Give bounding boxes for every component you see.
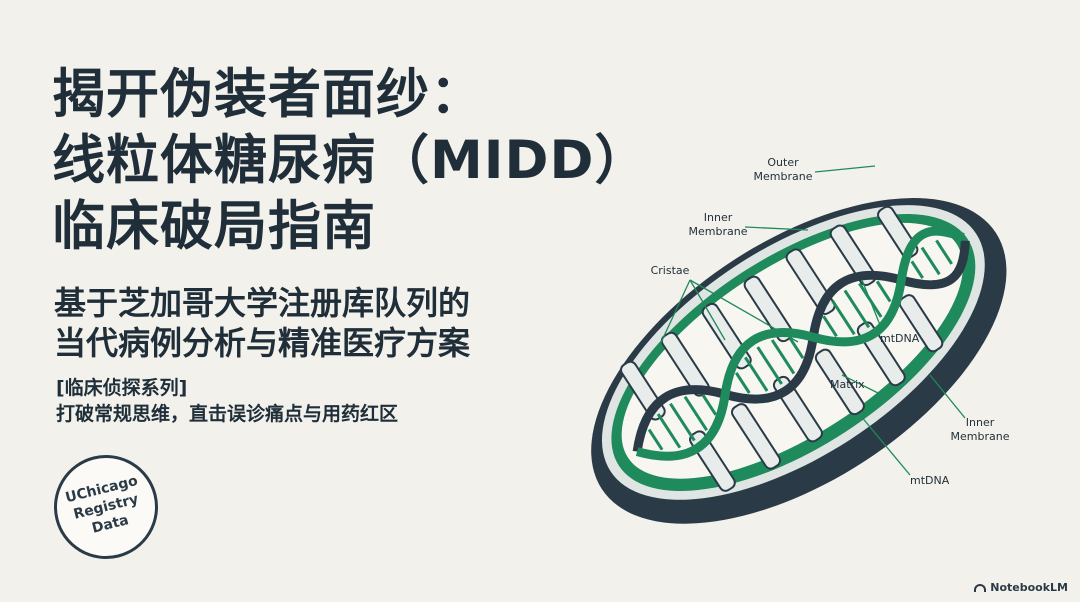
- title-line-1: 揭开伪装者面纱：: [52, 64, 484, 125]
- matrix-area: [621, 222, 963, 479]
- mitochondrion-body: [591, 198, 1007, 524]
- crista: [898, 294, 944, 353]
- notebooklm-icon: [974, 583, 987, 592]
- label-matrix: Matrix: [830, 378, 865, 391]
- leader-inner-membrane-right: [929, 374, 966, 419]
- brand-watermark: NotebookLM: [974, 581, 1068, 594]
- page-title: 揭开伪装者面纱： 线粒体糖尿病（MIDD） 临床破局指南: [52, 62, 672, 260]
- crista: [743, 275, 794, 343]
- helix-strand-2: [635, 226, 965, 461]
- subtitle-line-2: 当代病例分析与精准医疗方案: [54, 324, 471, 362]
- label-outer-membrane-1: Outer: [767, 156, 799, 169]
- label-inner-membrane-right-1: Inner: [966, 416, 995, 429]
- leader-cristae-3: [651, 279, 691, 363]
- registry-badge: UChicago Registry Data: [42, 443, 170, 571]
- label-inner-membrane-right-2: Membrane: [951, 430, 1010, 443]
- page-subtitle: 基于芝加哥大学注册库队列的 当代病例分析与精准医疗方案: [54, 283, 674, 363]
- leader-outer-membrane: [814, 165, 876, 173]
- label-leaders: [651, 165, 966, 476]
- label-inner-membrane-top-1: Inner: [704, 211, 733, 224]
- leader-inner-membrane-top: [744, 226, 809, 231]
- label-outer-membrane-2: Membrane: [754, 170, 813, 183]
- leader-matrix: [841, 374, 883, 396]
- series-tagline: 打破常规思维，直击误诊痛点与用药红区: [56, 403, 399, 425]
- leader-cristae-2: [689, 279, 799, 343]
- title-line-3: 临床破局指南: [52, 196, 376, 257]
- label-cristae: Cristae: [651, 264, 690, 277]
- brand-name: NotebookLM: [990, 581, 1068, 594]
- label-inner-membrane-top-2: Membrane: [689, 225, 748, 238]
- leader-cristae-1: [689, 279, 726, 341]
- series-tag: [临床侦探系列]: [56, 377, 188, 399]
- leader-mtdna-bottom: [859, 414, 911, 476]
- badge-text: UChicago Registry Data: [64, 472, 149, 542]
- title-line-2: 线粒体糖尿病（MIDD）: [52, 130, 649, 191]
- label-mtdna-inner: mtDNA: [880, 332, 920, 345]
- subtitle-line-1: 基于芝加哥大学注册库队列的: [54, 284, 471, 322]
- mitochondrion-diagram: Outer Membrane Inner Membrane Cristae mt…: [591, 156, 1010, 524]
- series-block: [临床侦探系列] 打破常规思维，直击误诊痛点与用药红区: [56, 375, 398, 427]
- crista: [829, 224, 877, 287]
- label-mtdna-bottom: mtDNA: [910, 474, 950, 487]
- leader-mtdna-inner: [861, 279, 883, 331]
- mtdna-helix: [632, 226, 970, 461]
- crista: [731, 403, 782, 470]
